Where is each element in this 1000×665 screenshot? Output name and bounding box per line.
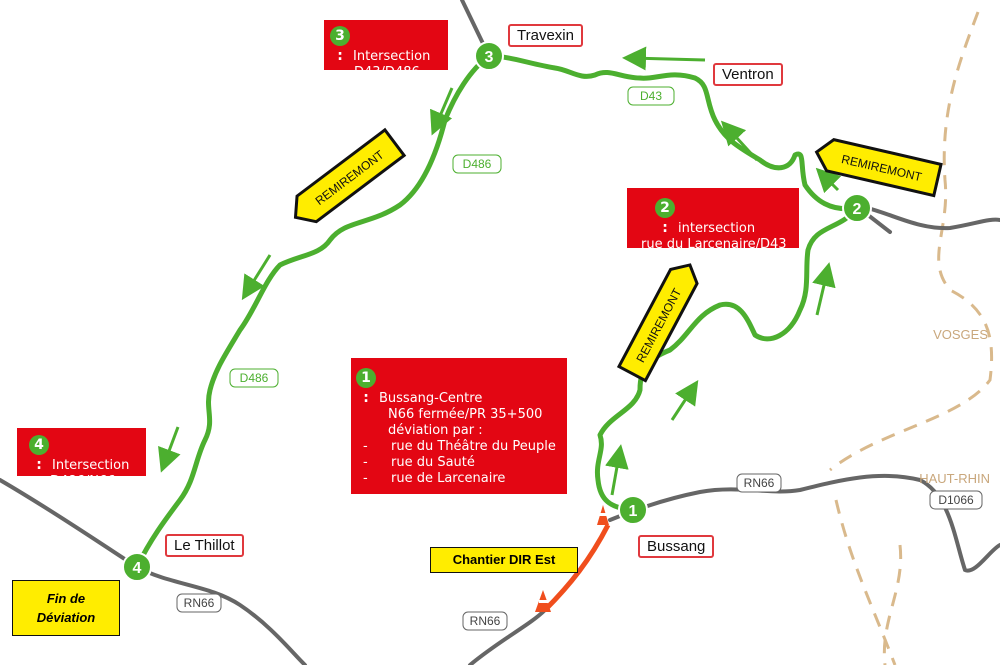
deviation-route <box>134 53 860 569</box>
box-text: déviation par : <box>388 423 483 438</box>
box-text: D486/N66 <box>50 474 116 489</box>
box-text: Intersection <box>353 49 431 64</box>
list-item: rue de Larcenaire <box>391 471 506 486</box>
traffic-cone-icon <box>597 505 609 525</box>
info-box-step4: 4 :Intersection D486/N66 <box>17 428 146 489</box>
region-label-haut-rhin: HAUT-RHIN <box>919 471 990 486</box>
sign-remiremont: REMIREMONT <box>814 137 943 198</box>
step-number-badge: 4 : <box>29 435 49 473</box>
marker-2: 2 <box>842 193 872 223</box>
box-text: N66 fermée/PR 35+500 <box>388 407 543 422</box>
road-label-rn66: RN66 <box>184 596 215 610</box>
sign-remiremont: REMIREMONT <box>616 263 699 383</box>
fin-line: Fin de <box>46 591 86 606</box>
box-text: intersection <box>678 221 756 236</box>
step-number-badge: 2 : <box>655 198 675 236</box>
marker-4: 4 <box>122 552 152 582</box>
box-text: Bussang-Centre <box>379 391 483 406</box>
works-section <box>543 523 611 612</box>
road-label-rn66: RN66 <box>744 476 775 490</box>
marker-1: 1 <box>618 495 648 525</box>
step-number-badge: 1 : <box>356 368 376 406</box>
svg-text:2: 2 <box>853 201 862 218</box>
svg-text:4: 4 <box>133 560 142 577</box>
box-text: D43/D486 <box>354 65 420 80</box>
marker-3: 3 <box>474 41 504 71</box>
box-text: rue du Larcenaire/D43 <box>641 237 787 252</box>
svg-text:1: 1 <box>629 503 638 520</box>
step-number-badge: 3 : <box>330 26 350 64</box>
town-bussang: Bussang <box>638 535 715 558</box>
chantier-label: Chantier DIR Est <box>430 547 578 573</box>
list-item: rue du Sauté <box>391 455 475 470</box>
info-box-step3: 3 :Intersection D43/D486 <box>324 20 448 80</box>
info-box-step1: 1 :Bussang-Centre N66 fermée/PR 35+500 d… <box>351 358 567 494</box>
region-label-vosges: VOSGES <box>933 327 988 342</box>
info-box-step2: 2 :intersection rue du Larcenaire/D43 <box>627 188 799 252</box>
road-label-rn66: RN66 <box>470 614 501 628</box>
road-label-d1066: D1066 <box>938 493 974 507</box>
town-ventron: Ventron <box>713 63 783 86</box>
direction-arrows <box>158 46 842 496</box>
department-border <box>829 11 994 665</box>
town-travexin: Travexin <box>508 24 583 47</box>
svg-text:3: 3 <box>485 49 494 66</box>
bullet: - <box>363 471 368 486</box>
traffic-cone-icon <box>535 590 551 612</box>
box-text: Intersection <box>52 458 130 473</box>
town-le-thillot: Le Thillot <box>165 534 244 557</box>
bullet: - <box>363 455 368 470</box>
fin-deviation-label: Fin de Déviation <box>12 580 120 636</box>
bullet: - <box>363 439 368 454</box>
fin-line: Déviation <box>36 610 96 625</box>
road-label-d43: D43 <box>640 89 662 103</box>
road-label-d486: D486 <box>240 371 269 385</box>
road-label-d486: D486 <box>463 157 492 171</box>
list-item: rue du Théâtre du Peuple <box>391 439 556 454</box>
